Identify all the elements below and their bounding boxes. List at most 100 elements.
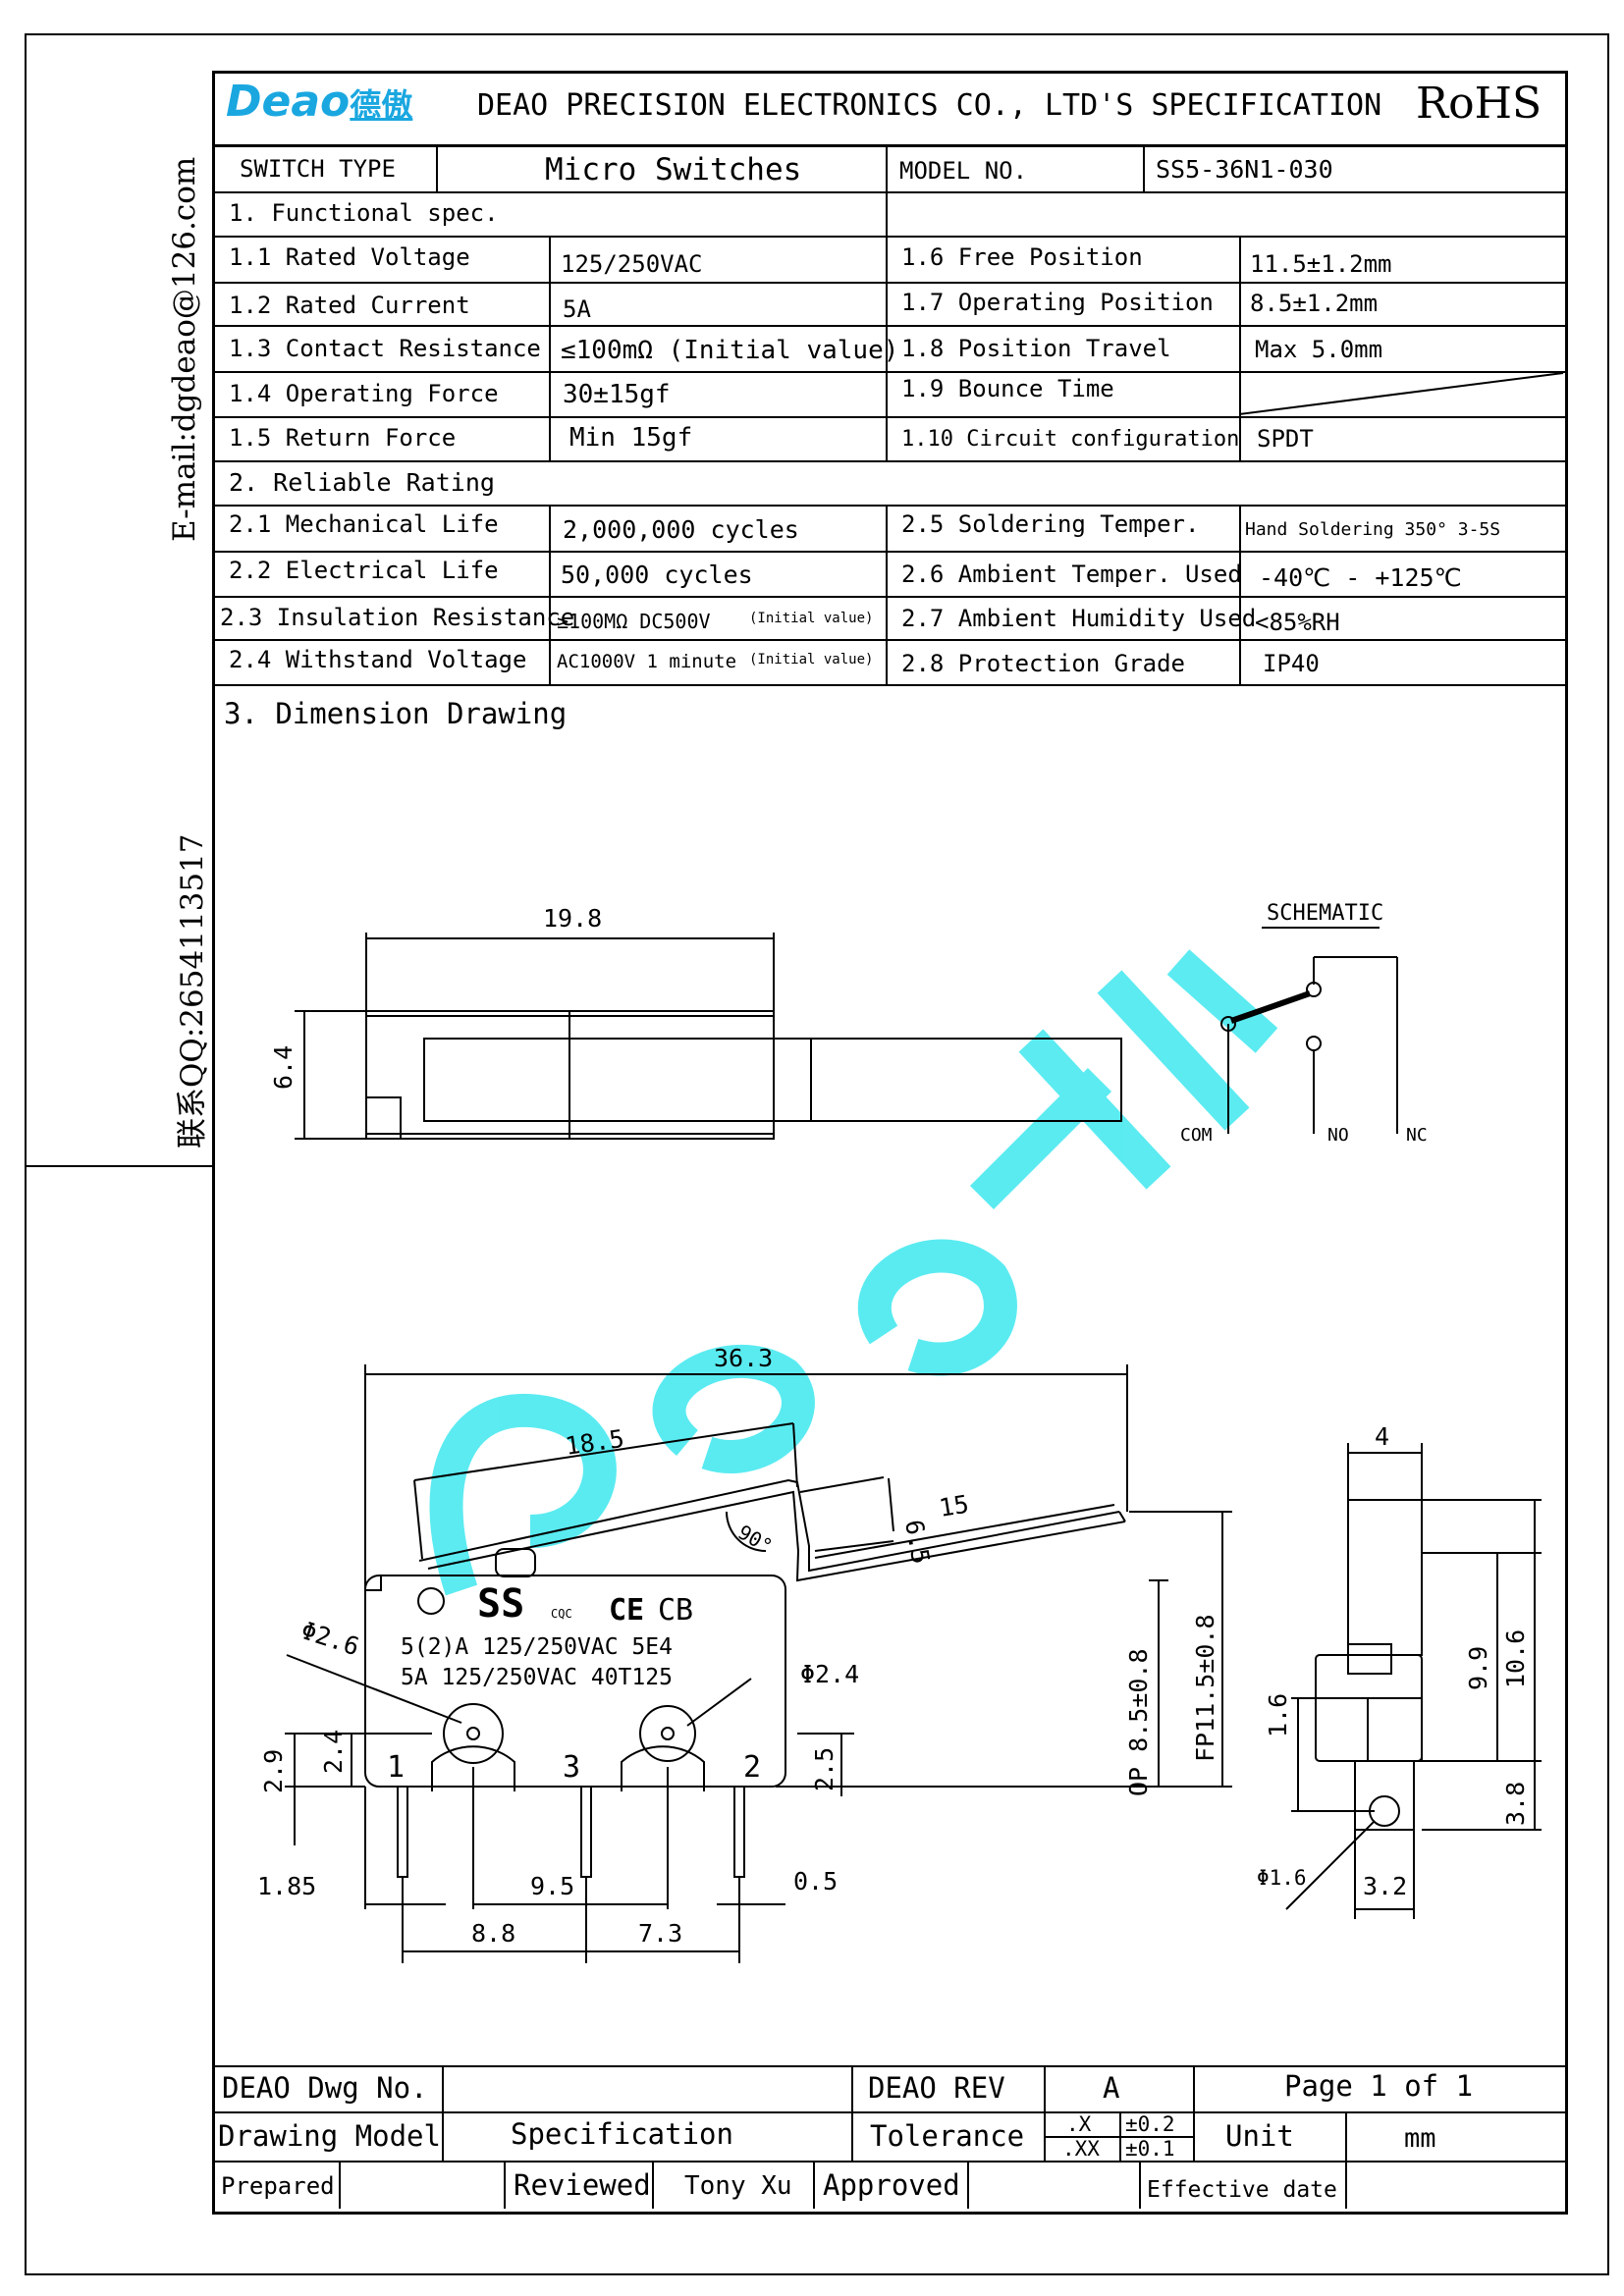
footer-col	[851, 2065, 853, 2161]
dim-hole-right: Φ2.4	[800, 1660, 859, 1688]
side-divider	[25, 1165, 212, 1167]
dim-lever-height: 6.5	[899, 1518, 935, 1567]
body-line2: 5A 125/250VAC 40T125	[401, 1665, 673, 1690]
spec-label: 2.2 Electrical Life	[229, 557, 499, 584]
dim-side-10-6: 10.6	[1501, 1629, 1530, 1688]
dimension-drawing: SCHEMATIC COM NO NC 19.8 6.4 36.3 18.5 1…	[257, 901, 1542, 1963]
spec-label: 2.3 Insulation Resistance	[220, 604, 575, 631]
body-cqc: CQC	[551, 1607, 572, 1621]
spec-label: 2.8 Protection Grade	[901, 650, 1185, 677]
footer-dwg-label: DEAO Dwg No.	[222, 2071, 428, 2105]
footer-page: Page 1 of 1	[1284, 2069, 1474, 2103]
type-row-sep2	[886, 145, 888, 192]
footer-unit-label: Unit	[1225, 2119, 1294, 2153]
spec-frame	[212, 71, 1568, 2215]
row-line	[212, 551, 1565, 553]
body-ss: SS	[477, 1581, 524, 1627]
spec-value-note: (Initial value)	[749, 652, 874, 667]
spec-value: Min 15gf	[569, 423, 693, 453]
dim-op: OP 8.5±0.8	[1124, 1648, 1153, 1796]
spec-value: Max 5.0mm	[1255, 336, 1383, 363]
schematic-symbol	[1220, 927, 1398, 1134]
dim-top-height: 6.4	[269, 1045, 298, 1090]
row-line	[212, 325, 1565, 327]
spec-value: 5A	[563, 295, 591, 323]
dim-2-9: 2.9	[259, 1749, 288, 1793]
row-line	[212, 684, 1565, 686]
col-line	[886, 192, 888, 460]
reliable-heading: 2. Reliable Rating	[229, 468, 495, 497]
footer-tol-label: Tolerance	[870, 2119, 1025, 2153]
spec-label: 2.5 Soldering Temper.	[901, 510, 1200, 538]
schematic-nc: NC	[1406, 1125, 1428, 1146]
footer-col	[1345, 2161, 1347, 2209]
body-ce: CE	[609, 1593, 644, 1628]
footer-col	[652, 2161, 654, 2209]
spec-label: 1.9 Bounce Time	[901, 375, 1114, 402]
row-line	[212, 282, 1565, 284]
dim-side-9-9: 9.9	[1464, 1646, 1492, 1690]
bounce-time-diagonal	[1239, 372, 1564, 415]
dim-roller: 15	[937, 1490, 970, 1522]
footer-reviewer: Tony Xu	[684, 2171, 792, 2201]
footer-col	[1345, 2111, 1347, 2161]
spec-label: 1.1 Rated Voltage	[229, 243, 470, 271]
front-view-outline	[285, 1364, 1232, 1963]
top-view-outline	[295, 933, 1122, 1140]
spec-value-note: (Initial value)	[749, 611, 874, 626]
footer-row	[212, 2161, 1565, 2163]
footer-col	[1139, 2161, 1141, 2209]
switch-type-value: Micro Switches	[545, 152, 802, 187]
footer-col	[967, 2161, 969, 2209]
row-line	[212, 639, 1565, 641]
dim-9-5: 9.5	[530, 1872, 574, 1900]
spec-label: 1.5 Return Force	[229, 424, 457, 452]
spec-value: AC1000V 1 minute	[557, 651, 737, 672]
side-email: E-mail:dgdeao@126.com	[167, 156, 202, 542]
dim-top-width: 19.8	[543, 904, 602, 933]
dim-side-3-8: 3.8	[1501, 1782, 1530, 1826]
header-title: DEAO PRECISION ELECTRONICS CO., LTD'S SP…	[477, 88, 1382, 123]
dim-1-85: 1.85	[257, 1872, 316, 1900]
spec-label: 2.4 Withstand Voltage	[229, 646, 527, 673]
dim-hole-left: Φ2.6	[298, 1616, 362, 1661]
dim-side-hole: Φ1.6	[1257, 1866, 1307, 1890]
type-row-bottom	[212, 191, 1565, 193]
spec-label: 1.10 Circuit configuration	[901, 427, 1240, 452]
footer-effective: Effective date	[1147, 2177, 1337, 2203]
col-line	[1239, 505, 1241, 684]
footer-prepared: Prepared	[221, 2172, 335, 2200]
spec-value: 30±15gf	[563, 380, 671, 409]
spec-label: 2.6 Ambient Temper. Used	[901, 561, 1242, 588]
spec-label: 1.8 Position Travel	[901, 335, 1171, 362]
switch-type-label: SWITCH TYPE	[240, 155, 396, 183]
dim-overall: 36.3	[714, 1344, 773, 1372]
pin-1: 1	[387, 1750, 405, 1785]
spec-label: 1.7 Operating Position	[901, 289, 1214, 316]
row-line	[212, 371, 1565, 373]
col-line	[886, 505, 888, 684]
spec-value: IP40	[1263, 650, 1320, 677]
row-line	[212, 460, 1565, 462]
footer-col	[1044, 2065, 1046, 2161]
row-line	[212, 596, 1565, 598]
spec-value: ≥100MΩ DC500V	[557, 610, 711, 633]
type-row-sep1	[436, 145, 438, 192]
logo-cn: 德傲	[350, 86, 413, 124]
footer-tol-x-value: ±0.2	[1125, 2112, 1175, 2136]
footer-col	[813, 2161, 815, 2209]
dim-fp: FP11.5±0.8	[1191, 1614, 1219, 1762]
model-label: MODEL NO.	[899, 157, 1028, 185]
drawing-heading: 3. Dimension Drawing	[224, 697, 568, 730]
footer-row	[212, 2111, 1565, 2113]
spec-value: 11.5±1.2mm	[1250, 250, 1392, 278]
footer-col	[1193, 2065, 1195, 2161]
spec-value: 50,000 cycles	[561, 561, 753, 589]
spec-value: 8.5±1.2mm	[1250, 290, 1379, 317]
functional-heading-bottom	[212, 236, 1565, 238]
spec-value: <85%RH	[1255, 609, 1340, 636]
rohs-label: RoHS	[1416, 79, 1543, 129]
spec-label: 2.1 Mechanical Life	[229, 510, 499, 538]
footer-tol-x: .X	[1066, 2112, 1092, 2136]
type-row-sep3	[1143, 145, 1145, 192]
